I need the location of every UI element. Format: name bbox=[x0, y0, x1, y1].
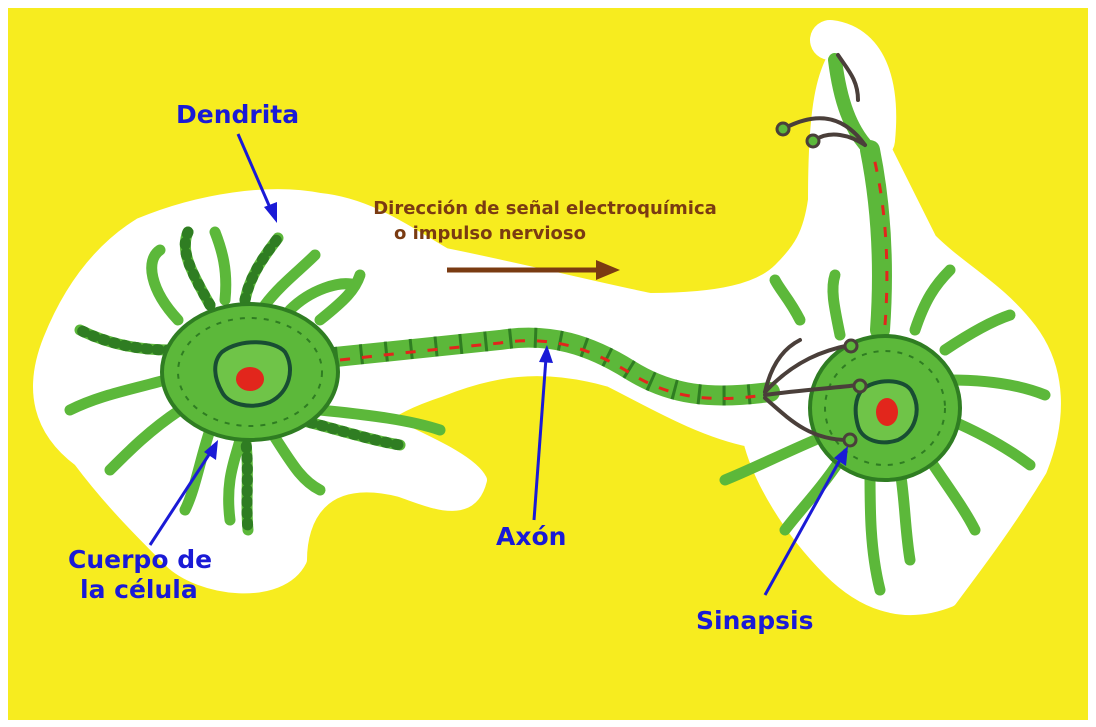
cell-body-line1: Cuerpo de bbox=[68, 545, 212, 575]
signal-direction-line2: o impulso nervioso bbox=[235, 221, 745, 246]
label-sinapsis: Sinapsis bbox=[696, 606, 813, 636]
upper-knob-2 bbox=[807, 135, 819, 147]
label-dendrita: Dendrita bbox=[176, 100, 299, 130]
synapse-knob-3 bbox=[844, 434, 856, 446]
synapse-knob-2 bbox=[854, 380, 866, 392]
label-signal-direction: Dirección de señal electroquímica o impu… bbox=[345, 196, 745, 246]
left-nucleolus bbox=[236, 367, 264, 391]
ascending-axon bbox=[870, 150, 882, 330]
upper-knob-1 bbox=[777, 123, 789, 135]
right-nucleolus bbox=[876, 398, 898, 426]
label-cell-body: Cuerpo de la célula bbox=[68, 545, 212, 605]
synapse-knob-1 bbox=[845, 340, 857, 352]
signal-direction-line1: Dirección de señal electroquímica bbox=[345, 196, 745, 221]
cell-body-line2: la célula bbox=[68, 575, 212, 605]
label-axon: Axón bbox=[496, 522, 566, 552]
